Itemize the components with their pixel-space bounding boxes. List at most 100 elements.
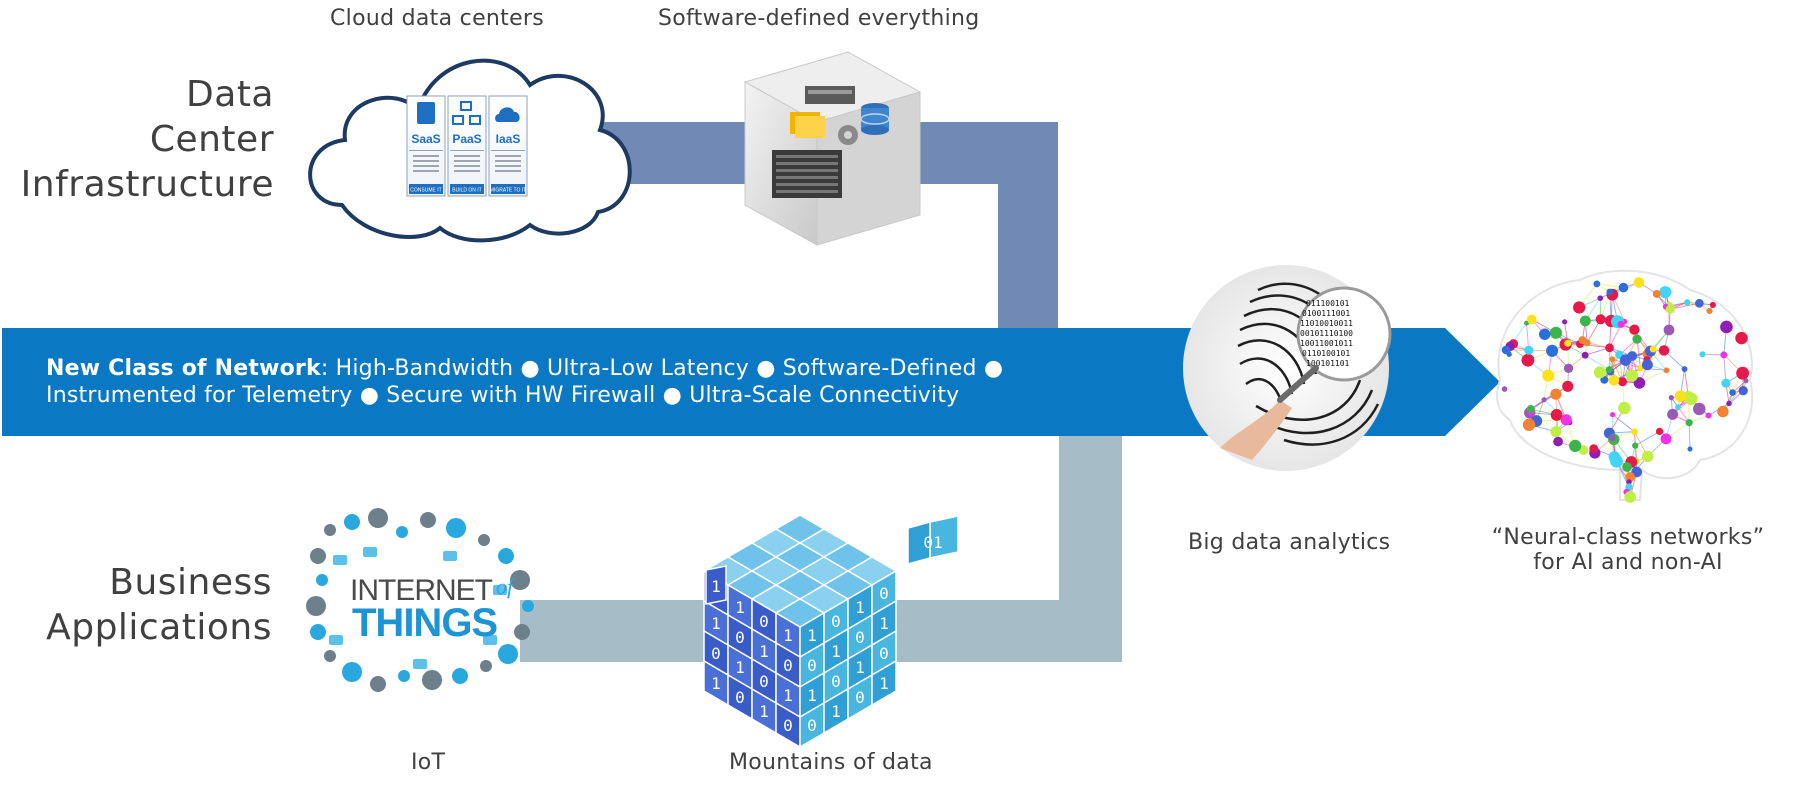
brain-node xyxy=(1595,314,1606,325)
data-cube-digit: 1 xyxy=(807,626,817,645)
brain-node xyxy=(1706,307,1713,315)
brain-node xyxy=(1626,479,1632,485)
brain-node xyxy=(1721,378,1731,388)
server-cube-icon xyxy=(743,51,922,246)
iot-device-glyph xyxy=(370,676,386,692)
data-cube-digit: 0 xyxy=(879,584,889,603)
section-title-line: Data xyxy=(186,74,274,115)
iot-device-glyph xyxy=(480,660,492,672)
data-cube-digit: 0 xyxy=(711,644,721,663)
brain-node xyxy=(1609,434,1616,441)
brain-node xyxy=(1675,404,1681,410)
brain-node xyxy=(1593,366,1606,379)
data-cube-face xyxy=(871,659,897,707)
brain-node xyxy=(1605,343,1614,353)
brain-node xyxy=(1589,444,1599,454)
brain-node xyxy=(1622,462,1632,472)
brain-node xyxy=(1593,280,1601,288)
brain-node xyxy=(1709,301,1716,309)
paas-card: PaaS BUILD ON IT xyxy=(447,95,487,197)
data-cube-digit: 0 xyxy=(783,656,793,675)
banner-line-1: New Class of Network: High-Bandwidth ● U… xyxy=(46,355,1003,382)
brain-node xyxy=(1632,334,1642,344)
brain-node xyxy=(1632,442,1639,449)
saas-card: SaaS CONSUME IT xyxy=(406,95,446,197)
brain-node xyxy=(1699,351,1706,358)
brain-node xyxy=(1610,454,1623,468)
brain-node xyxy=(1735,331,1748,345)
data-cube-digit: 0 xyxy=(735,628,745,647)
brain-node xyxy=(1553,436,1563,447)
data-cube-digit: 01 xyxy=(923,533,942,552)
brain-node xyxy=(1663,324,1675,336)
brain-node xyxy=(1550,388,1562,400)
brain-node xyxy=(1743,378,1749,384)
iot-device-glyph xyxy=(310,548,326,564)
iaas-title: IaaS xyxy=(496,132,521,146)
brain-node xyxy=(1687,446,1693,452)
caption-iot: IoT xyxy=(411,750,446,775)
caption-neural-networks: “Neural-class networks” for AI and non-A… xyxy=(1478,525,1778,575)
iot-device-glyph xyxy=(324,524,336,536)
brain-node xyxy=(1618,401,1631,415)
brain-node xyxy=(1610,412,1616,418)
data-cube-digit: 1 xyxy=(783,626,793,645)
brain-node xyxy=(1562,380,1574,392)
data-cube-digit: 0 xyxy=(831,672,841,691)
brain-node xyxy=(1606,288,1614,296)
brain-link xyxy=(1688,422,1691,450)
data-cube-digit: 1 xyxy=(879,674,889,693)
brain-link xyxy=(1702,353,1724,356)
brain-node xyxy=(1501,345,1511,355)
data-cube-digit: 1 xyxy=(879,614,889,633)
data-cube-icon: 01011010101001010101101010100101011 xyxy=(702,514,959,749)
iot-device-glyph xyxy=(452,668,468,684)
brain-node xyxy=(1663,367,1670,374)
data-cube-digit: 1 xyxy=(831,642,841,661)
brain-node xyxy=(1563,363,1574,373)
brain-node xyxy=(1625,369,1639,382)
data-cube-digit: 0 xyxy=(759,672,769,691)
svg-text:0110100101: 0110100101 xyxy=(1302,349,1350,358)
iot-device-glyph xyxy=(514,624,530,640)
brain-node xyxy=(1668,395,1674,401)
caption-software-defined: Software-defined everything xyxy=(658,6,980,31)
brain-link xyxy=(1670,302,1700,310)
iot-device-glyph xyxy=(443,551,457,561)
iot-device-glyph xyxy=(316,574,328,586)
data-cube-digit: 0 xyxy=(807,656,817,675)
iot-device-glyph xyxy=(498,548,514,564)
brain-node xyxy=(1729,389,1736,396)
brain-node xyxy=(1526,314,1537,325)
brain-node xyxy=(1618,282,1629,293)
brain-node xyxy=(1542,369,1555,382)
section-title-data-center: Data Center Infrastructure xyxy=(21,72,274,207)
iot-device-glyph xyxy=(446,518,466,538)
data-cube-digit: 0 xyxy=(759,612,769,631)
fingerprint-magnifier-icon: 011100101 0100111001 11010010011 0010111… xyxy=(1183,265,1392,471)
brain-node xyxy=(1660,433,1672,445)
brain-node xyxy=(1564,339,1572,347)
iot-logo-things: THINGS xyxy=(352,601,497,645)
top-connector xyxy=(590,122,1058,330)
iot-icon: INTERNET of THINGS xyxy=(306,508,534,692)
data-cube-digit: 1 xyxy=(735,658,745,677)
brain-node xyxy=(1625,472,1635,482)
data-cube-digit: 1 xyxy=(711,674,721,693)
brain-node xyxy=(1597,295,1604,302)
brain-node xyxy=(1633,277,1645,288)
brain-node xyxy=(1538,328,1551,340)
brain-node xyxy=(1579,315,1591,327)
brain-node xyxy=(1637,364,1644,372)
data-cube-digit: 1 xyxy=(711,614,721,633)
section-title-line: Applications xyxy=(46,607,272,648)
brain-node xyxy=(1649,345,1657,353)
brain-node xyxy=(1720,351,1728,359)
iot-device-glyph xyxy=(422,670,442,690)
brain-node xyxy=(1736,366,1750,380)
brain-node xyxy=(1618,377,1628,387)
banner-bold: New Class of Network xyxy=(46,356,321,381)
network-banner-arrow xyxy=(2,328,1500,436)
brain-node xyxy=(1625,483,1633,491)
iot-device-glyph xyxy=(306,596,326,616)
